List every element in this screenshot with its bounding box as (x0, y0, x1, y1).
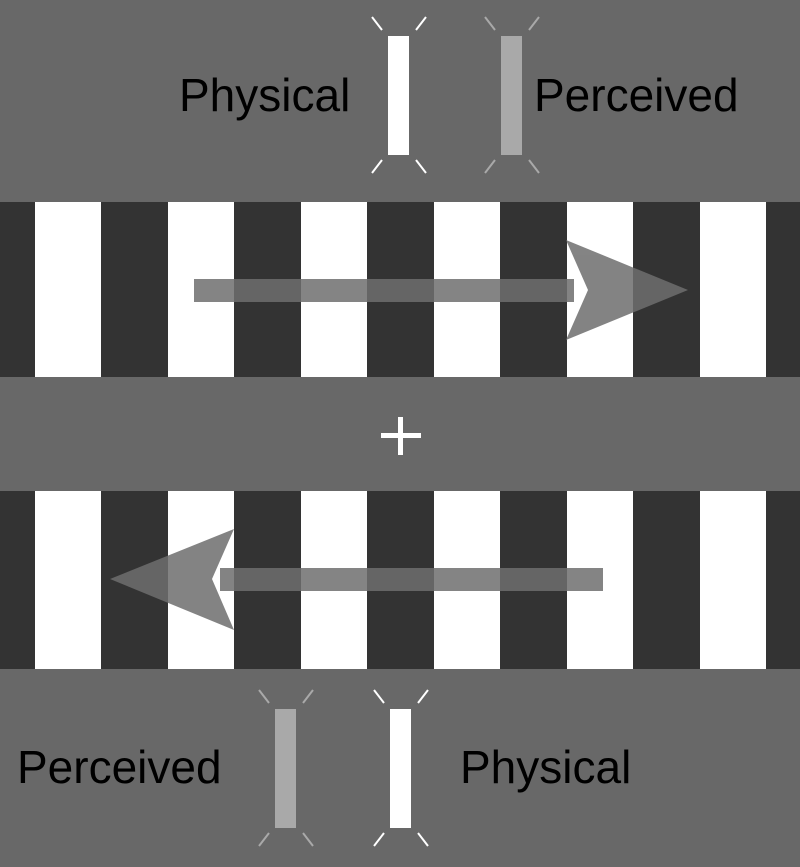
top-rightward-arrow (194, 240, 688, 340)
top-grating-light-stripe (700, 202, 766, 377)
top-perceived-label: Perceived (534, 69, 739, 121)
bottom-perceived-label: Perceived (17, 741, 222, 793)
bottom-leftward-arrow (110, 529, 603, 630)
fixation-cross (381, 417, 421, 455)
top-physical-bar (371, 16, 427, 174)
bottom-perceived-bar (258, 689, 314, 847)
bottom-grating-light-stripe (35, 491, 101, 669)
bottom-physical-bar (373, 689, 429, 847)
bottom-physical-label: Physical (460, 741, 632, 793)
top-grating-light-stripe (35, 202, 101, 377)
bottom-grating-light-stripe (700, 491, 766, 669)
top-physical-label: Physical (179, 69, 351, 121)
top-perceived-bar (484, 16, 540, 174)
